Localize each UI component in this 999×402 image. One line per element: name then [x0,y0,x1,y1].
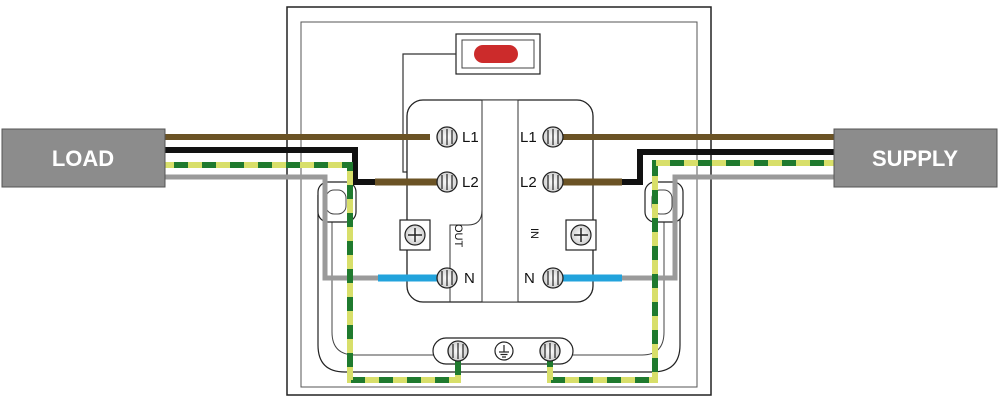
indicator-lamp [474,45,518,63]
supply-cable [833,128,998,188]
load-cable-label: LOAD [52,146,114,171]
screw-earth-right [539,340,561,362]
inner-plate [300,21,698,388]
indicator-housing-inner [461,39,535,69]
label-out-l2: L2 [462,174,479,191]
screw-in-l1 [542,126,564,148]
supply-earth-wire [547,160,838,383]
load-earth-wire [160,162,461,383]
left-mount-hole [325,189,347,215]
label-in-l2: L2 [520,174,537,191]
label-side-in: IN [528,228,540,239]
right-adjust-screw [565,219,597,251]
terminal-center-spine [481,99,519,303]
screw-out-l1 [436,126,458,148]
supply-black-wire [620,149,838,185]
supply-cable-label: SUPPLY [872,146,958,171]
label-in-l1: L1 [520,129,537,146]
label-in-n: N [524,270,535,287]
screw-out-n [436,267,458,289]
label-out-l1: L1 [462,129,479,146]
screw-out-l2 [436,171,458,193]
left-adjust-screw [399,219,431,251]
earth-ground-icon [494,341,514,361]
screw-in-n [542,267,564,289]
load-cable [1,128,166,188]
frame-rail-outer [317,195,681,373]
load-black-wire [160,147,375,185]
screw-earth-left [447,340,469,362]
label-side-out: OUT [452,224,464,248]
screw-in-l2 [542,171,564,193]
label-out-n: N [464,270,475,287]
supply-grey-wire [620,174,838,281]
